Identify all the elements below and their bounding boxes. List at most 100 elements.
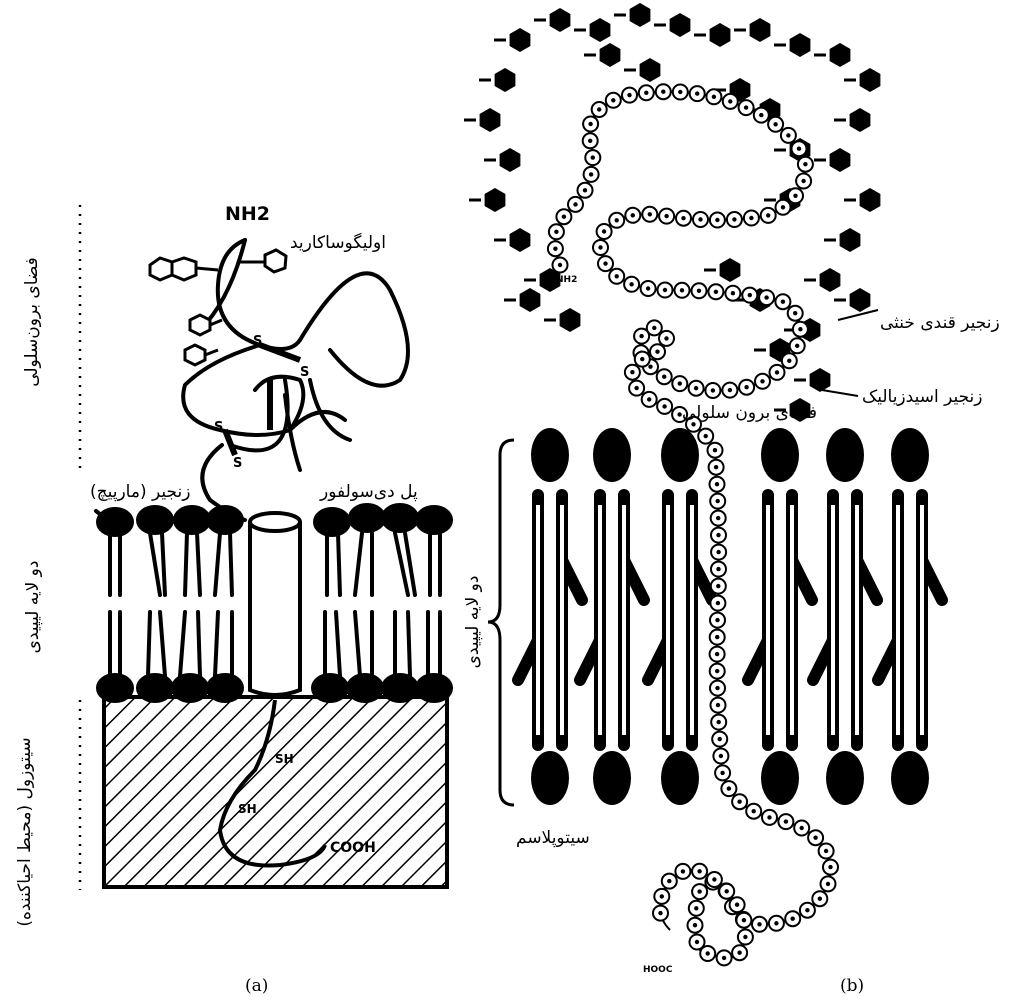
amino-acid-letter <box>681 216 685 220</box>
amino-acid-letter <box>602 229 606 233</box>
cytoplasm-label: سیتوپلاسم <box>516 828 590 848</box>
amino-acid-letter <box>744 385 748 389</box>
amino-acid-letter <box>615 218 619 222</box>
amino-acid-letter <box>805 908 809 912</box>
amino-acid-letter <box>711 388 715 392</box>
amino-acid-letter <box>583 188 587 192</box>
amino-acid-letter <box>648 212 652 216</box>
amino-acid-letter <box>678 90 682 94</box>
amino-acid-letter <box>589 172 593 176</box>
amino-acid-letter <box>760 379 764 383</box>
sugar-residue <box>850 108 871 132</box>
lipid-head <box>531 428 569 482</box>
amino-acid-letter <box>695 91 699 95</box>
amino-acid-letter <box>664 336 668 340</box>
amino-acid-letter <box>800 826 804 830</box>
lipid-head <box>761 428 799 482</box>
amino-acid-letter <box>693 923 697 927</box>
sh-label-1: SH <box>275 752 294 766</box>
amino-acid-letter <box>695 940 699 944</box>
cooh-label-b: HOOC <box>643 965 672 975</box>
amino-acid-letter <box>759 113 763 117</box>
sugar-residue <box>830 148 851 172</box>
lipid-tail <box>878 495 942 745</box>
amino-acid-letter <box>784 819 788 823</box>
sugar-residue <box>810 368 831 392</box>
amino-acid-letter <box>704 434 708 438</box>
sugar-residue <box>480 108 501 132</box>
sugar-residue <box>750 18 771 42</box>
protein-chain-a <box>183 240 408 520</box>
nh2-label-a: NH2 <box>225 203 270 225</box>
amino-acid-letter <box>818 897 822 901</box>
amino-acid-letter <box>694 386 698 390</box>
amino-acid-letter <box>773 122 777 126</box>
amino-acid-letter <box>752 809 756 813</box>
amino-acid-letter <box>554 230 558 234</box>
amino-acid-letter <box>720 771 724 775</box>
sugar-residue <box>495 68 516 92</box>
amino-acid-letter <box>662 375 666 379</box>
lipid-head <box>891 428 929 482</box>
amino-acid-letter <box>678 381 682 385</box>
amino-acid-letter <box>716 550 720 554</box>
amino-acid-letter <box>558 263 562 267</box>
sugar-residue <box>860 68 881 92</box>
amino-acid-letter <box>714 465 718 469</box>
panel-b-caption: (b) <box>840 976 864 996</box>
amino-acid-letter <box>662 404 666 408</box>
amino-acid-letter <box>715 686 719 690</box>
amino-acid-letter <box>588 139 592 143</box>
amino-acid-letter <box>631 213 635 217</box>
amino-acid-letter <box>748 293 752 297</box>
sugar-residue <box>830 43 851 67</box>
amino-acid-letter <box>698 217 702 221</box>
amino-acid-letter <box>694 906 698 910</box>
helix-chain-label: زنجیر (مارپیچ) <box>90 482 190 502</box>
lipid-tail <box>648 495 712 745</box>
amino-acid-letter <box>697 869 701 873</box>
panel-a-caption: (a) <box>245 976 268 996</box>
s-label-3: S <box>214 420 223 435</box>
amino-acid-letter <box>786 133 790 137</box>
cytosol-block <box>104 697 447 887</box>
amino-acid-letter <box>715 669 719 673</box>
amino-acid-letter <box>664 214 668 218</box>
amino-acid-letter <box>742 918 746 922</box>
amino-acid-letter <box>706 951 710 955</box>
amino-acid-letter <box>715 218 719 222</box>
sugar-residue <box>510 28 531 52</box>
amino-acid-letter <box>562 215 566 219</box>
amino-acid-letter <box>646 286 650 290</box>
amino-acid-letter <box>743 935 747 939</box>
amino-acid-letter <box>627 93 631 97</box>
amino-acid-letter <box>757 922 761 926</box>
sugar-chain-label: زنجیر قندی خنثی <box>880 313 1000 333</box>
amino-acid-letter <box>715 482 719 486</box>
s-label-4: S <box>233 456 242 471</box>
amino-acid-letter <box>787 359 791 363</box>
sugar-residue <box>720 258 741 282</box>
amino-acid-letter <box>718 737 722 741</box>
lipid-head <box>826 428 864 482</box>
sugar-residue <box>850 288 871 312</box>
amino-acid-letter <box>661 90 665 94</box>
amino-acid-letter <box>716 516 720 520</box>
amino-acid-letter <box>712 877 716 881</box>
amino-acid-letter <box>824 849 828 853</box>
amino-acid-letter <box>749 216 753 220</box>
lipid-bilayer-label-a: دو لایه لیپیدی <box>23 532 43 682</box>
lipid-head <box>661 428 699 482</box>
lipid-head <box>593 751 631 805</box>
extracellular-label-b: فضای برون سلولی <box>682 403 817 423</box>
sugar-residue <box>710 23 731 47</box>
amino-acid-letter <box>716 567 720 571</box>
amino-acid-letter <box>731 291 735 295</box>
amino-acid-letter <box>801 179 805 183</box>
amino-acid-letter <box>716 601 720 605</box>
sugar-residue <box>500 148 521 172</box>
amino-acid-letter <box>775 370 779 374</box>
amino-acid-letter <box>781 300 785 304</box>
amino-acid-letter <box>715 618 719 622</box>
amino-acid-letter <box>737 800 741 804</box>
